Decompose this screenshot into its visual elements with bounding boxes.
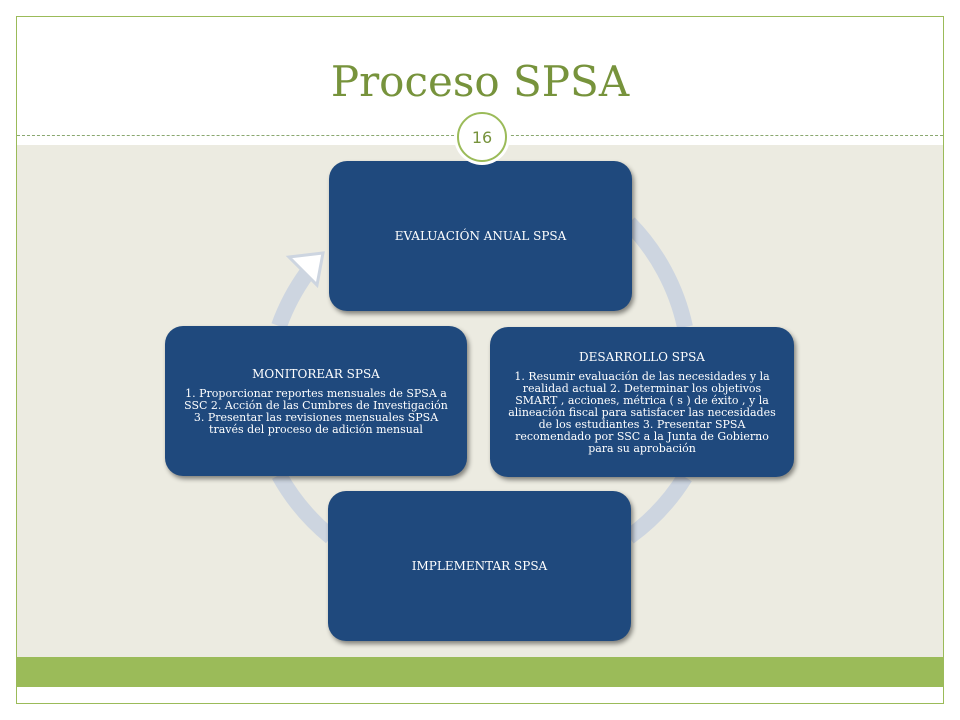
node-title: MONITOREAR SPSA	[252, 366, 380, 381]
footer-band	[17, 657, 943, 687]
page-number: 16	[471, 127, 493, 147]
node-title: IMPLEMENTAR SPSA	[411, 558, 548, 573]
cycle-node-evaluacion: EVALUACIÓN ANUAL SPSA	[329, 161, 632, 311]
cycle-ring	[271, 217, 693, 544]
cycle-connector-right-bottom	[624, 472, 692, 544]
node-body: 1. Resumir evaluación de las necesidades…	[508, 369, 776, 455]
node-title: DESARROLLO SPSA	[579, 349, 705, 364]
cycle-arrow-head-icon	[285, 251, 325, 289]
cycle-node-monitorear: MONITOREAR SPSA 1. Proporcionar reportes…	[165, 326, 467, 476]
cycle-connector-top-right	[623, 217, 693, 329]
slide-title: Proceso SPSA	[330, 57, 630, 106]
cycle-connector-bottom-left	[272, 471, 337, 544]
cycle-node-desarrollo: DESARROLLO SPSA 1. Resumir evaluación de…	[490, 327, 794, 477]
slide: Proceso SPSA 16 EVALUACIÓN ANUAL SPSA DE…	[16, 16, 944, 704]
cycle-node-implementar: IMPLEMENTAR SPSA	[328, 491, 631, 641]
node-title: EVALUACIÓN ANUAL SPSA	[394, 228, 567, 243]
cycle-connector-left-top	[271, 268, 314, 329]
page-number-badge: 16	[457, 112, 507, 162]
node-body: 1. Proporcionar reportes mensuales de SP…	[184, 386, 448, 436]
